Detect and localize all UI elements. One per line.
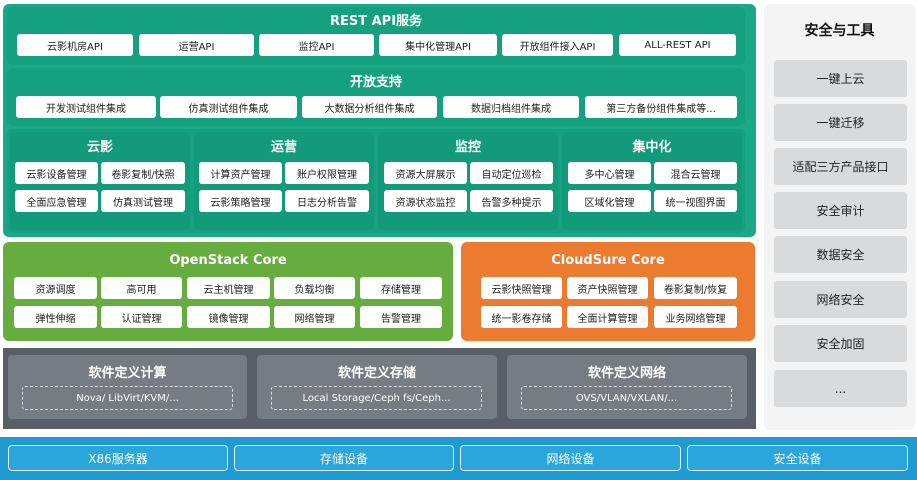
rest-api-item: 监控API [259,34,374,56]
tool-item: 适配三方产品接口 [774,148,907,185]
module-item: 云影策略管理 [199,190,282,212]
sd-storage-title: 软件定义存储 [337,365,416,381]
security-tools-title: 安全与工具 [804,23,875,39]
rest-api-item: 运营API [139,34,254,56]
cloudsure-item: 业务网络管理 [654,306,737,328]
openstack-item: 告警管理 [360,306,442,328]
rest-api-item: ALL-REST API [619,34,736,56]
open-support-item: 仿真测试组件集成 [160,96,297,118]
module-title: 监控 [454,139,481,155]
openstack-item: 弹性伸缩 [14,306,97,328]
cloudsure-item: 资产快照管理 [567,277,648,299]
sd-compute-detail: Nova/ LibVirt/KVM/... [22,386,233,410]
tool-item: 安全加固 [774,325,907,362]
module-item: 卷影复制/快照 [101,162,185,184]
sd-network-title: 软件定义网络 [587,365,666,381]
open-support-item: 数据归档组件集成 [443,96,579,118]
sd-compute-title: 软件定义计算 [88,365,167,381]
module-item: 统一视图界面 [654,190,737,212]
cloudsure-core-title: CloudSure Core [551,252,665,268]
tool-item: 一键迁移 [774,104,907,141]
openstack-item: 云主机管理 [187,277,270,299]
openstack-item: 网络管理 [274,306,355,328]
module-item: 云影设备管理 [15,162,98,184]
hardware-item: 存储设备 [234,445,454,471]
sd-storage-detail: Local Storage/Ceph fs/Ceph... [271,386,482,410]
open-support-item: 第三方备份组件集成等... [585,96,737,118]
openstack-item: 镜像管理 [187,306,270,328]
module-item: 日志分析告警 [285,190,369,212]
tool-item: 一键上云 [774,60,907,97]
module-item: 告警多种提示 [470,190,553,212]
openstack-core-title: OpenStack Core [169,252,287,268]
open-support-item: 开发测试组件集成 [16,96,156,118]
module-title: 集中化 [632,139,672,155]
cloudsure-item: 全面计算管理 [567,306,648,328]
module-item: 全面应急管理 [15,190,98,212]
rest-api-title: REST API服务 [329,13,423,29]
tool-item: 安全审计 [774,192,907,229]
module-item: 账户权限管理 [285,162,369,184]
openstack-item: 负载均衡 [274,277,355,299]
rest-api-item: 集中化管理API [379,34,497,56]
module-title: 云影 [86,139,113,155]
cloudsure-item: 统一影卷存储 [481,306,562,328]
module-item: 资源大屏展示 [384,162,467,184]
sd-network-detail: OVS/VLAN/VXLAN/... [521,386,732,410]
module-title: 运营 [270,139,297,155]
module-item: 区域化管理 [568,190,651,212]
tool-item: ... [774,370,907,407]
openstack-item: 资源调度 [14,277,97,299]
open-support-title: 开放支持 [349,74,402,90]
openstack-item: 存储管理 [360,277,442,299]
open-support-item: 大数据分析组件集成 [302,96,437,118]
module-item: 多中心管理 [568,162,651,184]
module-item: 仿真测试管理 [101,190,185,212]
tool-item: 网络安全 [774,281,907,318]
sd-network-box: 软件定义网络 [507,355,747,419]
hardware-item: 网络设备 [460,445,681,471]
openstack-item: 认证管理 [101,306,182,328]
sd-compute-box: 软件定义计算 [8,355,247,419]
module-item: 自动定位巡检 [470,162,553,184]
hardware-item: X86服务器 [8,445,228,471]
rest-api-item: 开放组件接入API [502,34,613,56]
cloudsure-item: 云影快照管理 [481,277,562,299]
module-item: 混合云管理 [654,162,737,184]
hardware-item: 安全设备 [687,445,908,471]
module-item: 计算资产管理 [199,162,282,184]
tool-item: 数据安全 [774,236,907,273]
module-item: 资源状态监控 [384,190,467,212]
sd-storage-box: 软件定义存储 [257,355,497,419]
openstack-item: 高可用 [101,277,182,299]
rest-api-item: 云影机房API [17,34,133,56]
cloudsure-item: 卷影复制/恢复 [654,277,737,299]
